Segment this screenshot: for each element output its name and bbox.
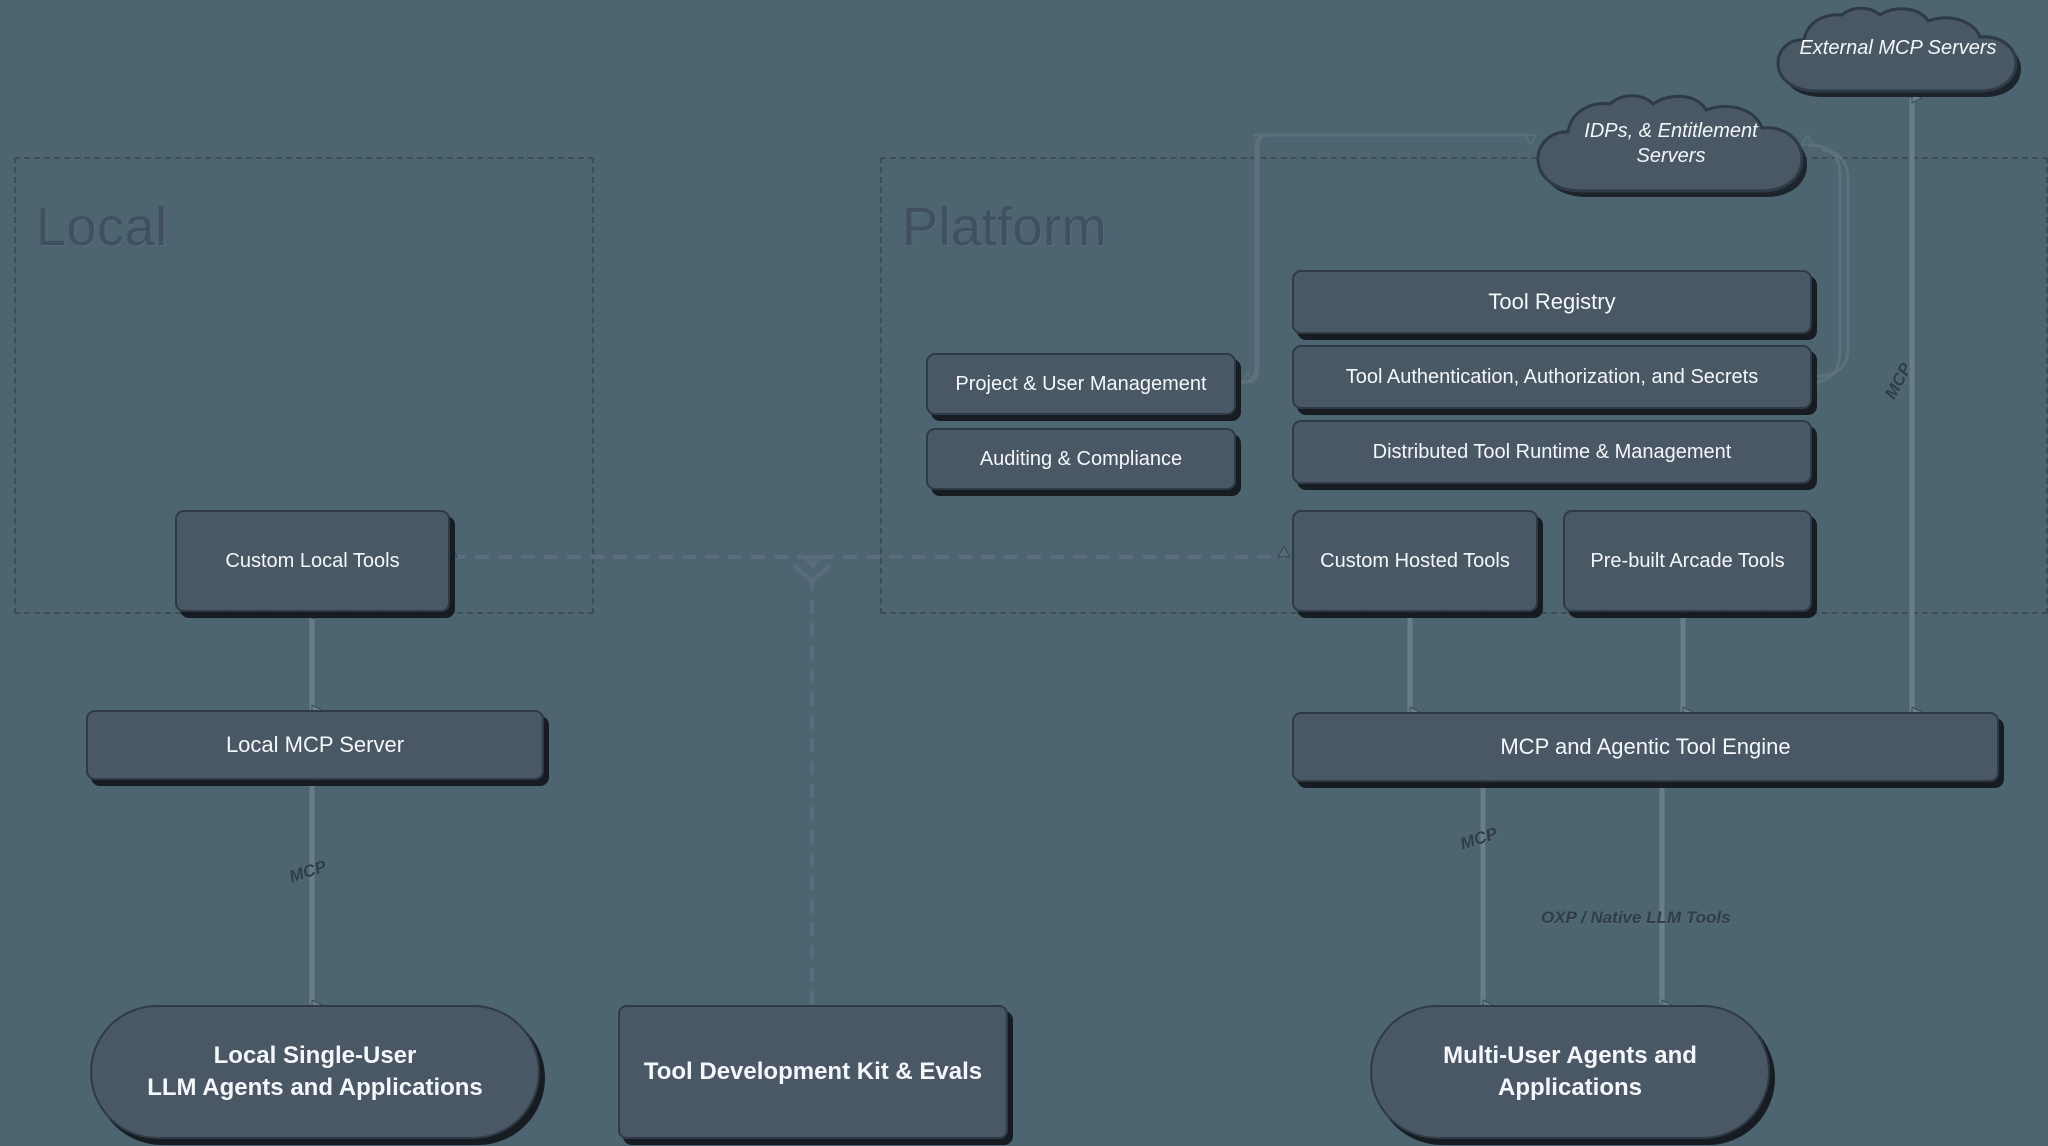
node-project-user-management-label: Project & User Management — [955, 372, 1207, 395]
node-local-mcp-server[interactable]: Local MCP Server — [86, 710, 544, 780]
node-distributed-tool-runtime-management[interactable]: Distributed Tool Runtime & Management — [1292, 420, 1812, 484]
node-multi-user-agents-line2: Applications — [1497, 1074, 1642, 1101]
node-tool-registry-label: Tool Registry — [1488, 289, 1616, 315]
node-auditing-compliance[interactable]: Auditing & Compliance — [926, 428, 1236, 490]
node-tool-registry[interactable]: Tool Registry — [1292, 270, 1812, 334]
node-multi-user-agents[interactable]: Multi-User Agents and Applications — [1370, 1005, 1770, 1139]
cloud-idps-entitlement-servers: IDPs, & Entitlement Servers — [1530, 92, 1812, 200]
zone-platform-title: Platform — [902, 197, 1108, 257]
edge-label-oxp-native-llm-tools: OXP / Native LLM Tools — [1541, 908, 1731, 927]
edge-label-local-mcp: MCP — [286, 856, 329, 887]
edge-label-platform-mcp: MCP — [1457, 823, 1500, 854]
node-mcp-agentic-tool-engine-label: MCP and Agentic Tool Engine — [1500, 734, 1791, 760]
node-prebuilt-arcade-tools[interactable]: Pre-built Arcade Tools — [1563, 510, 1812, 612]
node-custom-hosted-tools-label: Custom Hosted Tools — [1320, 549, 1510, 572]
node-tool-development-kit-label: Tool Development Kit & Evals — [643, 1057, 983, 1085]
node-multi-user-agents-label: Multi-User Agents and Applications — [1415, 1040, 1725, 1105]
node-local-single-user-agents[interactable]: Local Single-User LLM Agents and Applica… — [90, 1005, 540, 1139]
cloud-idps-line2: Servers — [1636, 145, 1706, 167]
zone-local-title: Local — [36, 197, 168, 257]
node-multi-user-agents-line1: Multi-User Agents and — [1443, 1041, 1697, 1069]
zone-local — [14, 157, 594, 614]
cloud-external-mcp-label: External MCP Servers — [1799, 36, 1997, 59]
cloud-idps-label: IDPs, & Entitlement Servers — [1568, 119, 1773, 169]
node-local-agents-line1: Local Single-User — [213, 1041, 417, 1069]
node-local-mcp-server-label: Local MCP Server — [225, 732, 405, 758]
node-tool-development-kit[interactable]: Tool Development Kit & Evals — [618, 1005, 1008, 1139]
node-distributed-tool-runtime-label: Distributed Tool Runtime & Management — [1372, 440, 1732, 463]
node-mcp-agentic-tool-engine[interactable]: MCP and Agentic Tool Engine — [1292, 712, 1999, 782]
node-tool-authentication-authorization-secrets[interactable]: Tool Authentication, Authorization, and … — [1292, 345, 1812, 409]
node-prebuilt-arcade-tools-label: Pre-built Arcade Tools — [1590, 549, 1785, 572]
node-custom-local-tools[interactable]: Custom Local Tools — [175, 510, 450, 612]
cloud-idps-line1: IDPs, & Entitlement — [1584, 120, 1758, 142]
node-custom-local-tools-label: Custom Local Tools — [225, 549, 400, 572]
node-local-agents-label: Local Single-User LLM Agents and Applica… — [119, 1040, 511, 1105]
node-project-user-management[interactable]: Project & User Management — [926, 353, 1236, 415]
cloud-external-mcp-servers: External MCP Servers — [1770, 4, 2026, 98]
node-custom-hosted-tools[interactable]: Custom Hosted Tools — [1292, 510, 1538, 612]
node-auditing-compliance-label: Auditing & Compliance — [979, 447, 1183, 470]
node-tool-auth-label: Tool Authentication, Authorization, and … — [1345, 365, 1759, 388]
node-local-agents-line2: LLM Agents and Applications — [147, 1074, 483, 1101]
